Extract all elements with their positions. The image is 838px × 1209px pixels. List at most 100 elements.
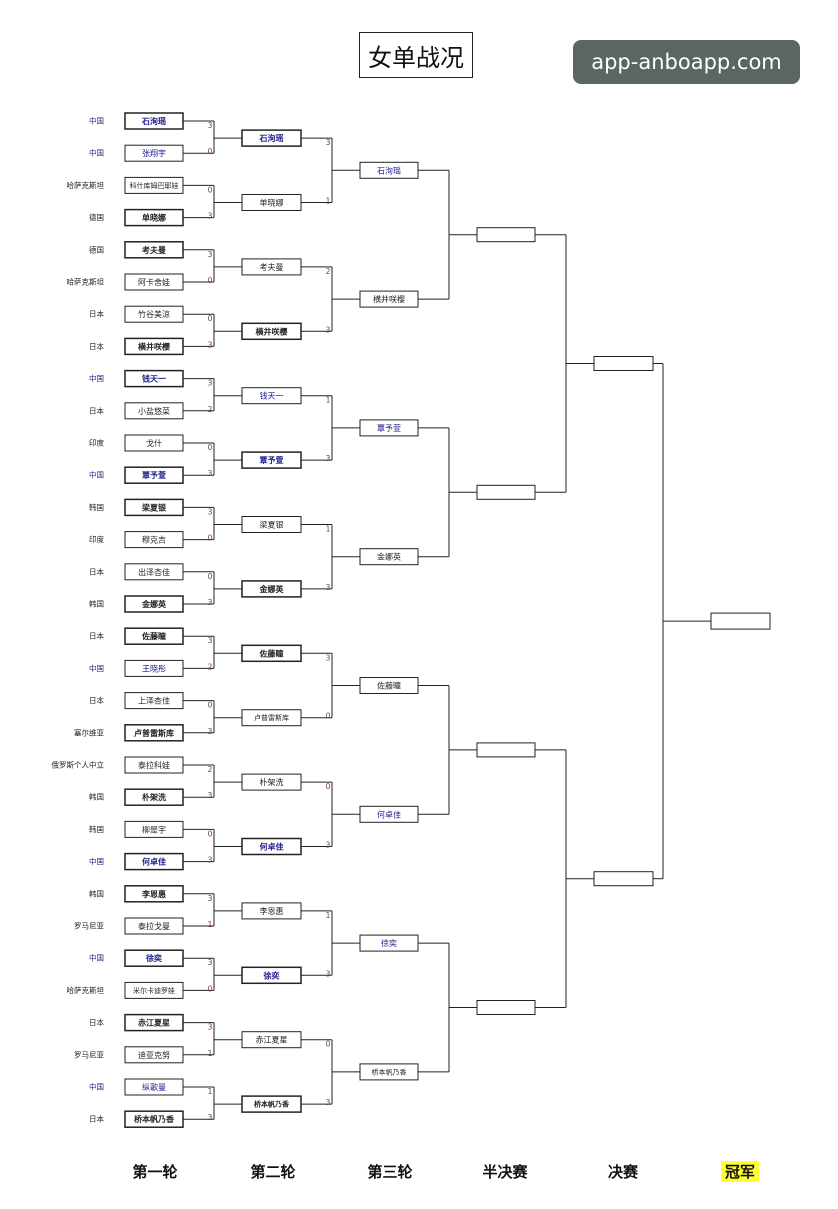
round1-player-name: 纵歌曼 — [142, 1082, 166, 1092]
round1-player-name: 卢普雷斯库 — [134, 728, 174, 738]
quarterfinal-slot-box — [476, 227, 536, 243]
round1-player-box — [124, 1013, 184, 1032]
round2-player-name: 朴架洗 — [260, 777, 284, 787]
round1-player-box — [124, 208, 184, 227]
round1-player-name: 穆克吉 — [142, 535, 166, 545]
round1-player-name: 米尔卡迪罗娃 — [133, 986, 175, 995]
match-score: 3 — [326, 1098, 331, 1107]
round2-player-name: 桥本帆乃香 — [254, 1100, 290, 1109]
round1-player-name: 考夫曼 — [142, 245, 166, 255]
round1-player-name: 石洵瑶 — [141, 116, 166, 126]
round2-player-name: 横井咲樱 — [256, 326, 288, 336]
player-country: 日本 — [89, 405, 104, 415]
round1-player-box — [124, 692, 184, 710]
round1-player-box — [124, 176, 184, 194]
round1-player-box — [124, 885, 184, 903]
match-score: 3 — [208, 727, 213, 736]
round2-player-name: 石洵瑶 — [259, 133, 284, 143]
round3-player-box — [359, 1063, 419, 1081]
round1-player-name: 佐藤瞳 — [141, 631, 166, 641]
match-score: 0 — [208, 701, 213, 710]
round1-player-name: 单晓娜 — [142, 213, 166, 223]
player-country: 中国 — [89, 953, 104, 963]
round1-player-box — [124, 531, 184, 549]
round1-player-box — [124, 820, 184, 838]
player-country: 印度 — [89, 438, 104, 448]
round-label-champion: 冠军 — [695, 1160, 785, 1182]
round2-player-box — [241, 1031, 302, 1049]
round1-player-box — [124, 144, 184, 162]
match-score: 0 — [326, 712, 331, 721]
player-country: 俄罗斯个人中立 — [52, 760, 105, 770]
player-country: 日本 — [89, 566, 104, 576]
round1-player-box — [124, 724, 184, 742]
player-country: 韩国 — [89, 599, 104, 609]
round2-player-name: 佐藤瞳 — [259, 648, 284, 658]
round1-player-box — [124, 756, 184, 774]
player-country: 德国 — [89, 244, 104, 254]
match-score: 1 — [326, 911, 331, 920]
round-label-semi: 半决赛 — [482, 1162, 528, 1181]
match-score: 3 — [326, 454, 331, 463]
match-score: 3 — [208, 598, 213, 607]
round1-player-box — [124, 852, 184, 871]
match-score: 3 — [208, 250, 213, 259]
round1-player-box — [124, 273, 184, 291]
match-score: 2 — [208, 405, 213, 414]
round1-player-box — [124, 1110, 184, 1128]
player-country: 印度 — [89, 534, 104, 544]
round2-player-box — [241, 258, 302, 276]
round1-player-name: 横井咲樱 — [138, 341, 170, 351]
round1-player-box — [124, 627, 184, 645]
player-country: 韩国 — [89, 888, 104, 898]
round1-player-name: 泰拉科娃 — [138, 760, 170, 770]
player-country: 中国 — [89, 470, 104, 480]
round1-player-box — [124, 981, 184, 999]
match-score: 3 — [208, 340, 213, 349]
page-title: 女单战况 — [359, 32, 473, 78]
match-score: 3 — [326, 583, 331, 592]
round2-player-name: 赤江夏星 — [256, 1036, 288, 1045]
round1-player-box — [124, 305, 184, 323]
player-country: 哈萨克斯坦 — [67, 985, 105, 995]
player-country: 日本 — [89, 695, 104, 705]
round1-player-box — [124, 402, 184, 420]
match-score: 3 — [208, 469, 213, 478]
player-country: 哈萨克斯坦 — [67, 180, 105, 190]
round3-player-box — [359, 419, 419, 437]
final-slot-box — [710, 612, 771, 630]
round1-player-box — [124, 1046, 184, 1064]
round2-player-box — [241, 1095, 302, 1113]
player-country: 韩国 — [89, 792, 104, 802]
round3-player-box — [359, 677, 419, 694]
round1-player-name: 戈什 — [146, 438, 162, 448]
round2-player-box — [241, 194, 302, 211]
round1-player-name: 泰拉戈曼 — [138, 921, 170, 931]
round1-player-box — [124, 659, 184, 677]
round2-player-box — [241, 451, 302, 469]
round3-player-box — [359, 934, 419, 952]
round2-player-box — [241, 966, 302, 985]
round1-player-name: 科什库姆巴耶娃 — [130, 181, 179, 190]
round1-player-name: 张翔宇 — [142, 148, 166, 158]
match-score: 3 — [326, 841, 331, 850]
round1-player-name: 金娜英 — [141, 599, 167, 609]
match-score: 1 — [326, 197, 331, 206]
round-label-final: 决赛 — [607, 1162, 638, 1181]
match-score: 0 — [326, 782, 331, 791]
round1-player-name: 迪亚克努 — [138, 1050, 170, 1060]
round2-player-box — [241, 773, 302, 791]
round2-player-name: 卢普雷斯库 — [254, 713, 289, 722]
match-score: 2 — [208, 662, 213, 671]
match-score: 0 — [208, 314, 213, 323]
round1-player-name: 桥本帆乃香 — [134, 1114, 175, 1124]
player-country: 日本 — [89, 1017, 104, 1027]
round1-player-name: 李恩惠 — [141, 889, 166, 899]
match-score: 3 — [208, 958, 213, 967]
player-country: 韩国 — [89, 502, 104, 512]
round2-player-box — [241, 902, 302, 920]
player-country: 中国 — [89, 663, 104, 673]
round2-player-box — [241, 516, 302, 533]
round3-player-name: 覃予萱 — [377, 423, 401, 433]
